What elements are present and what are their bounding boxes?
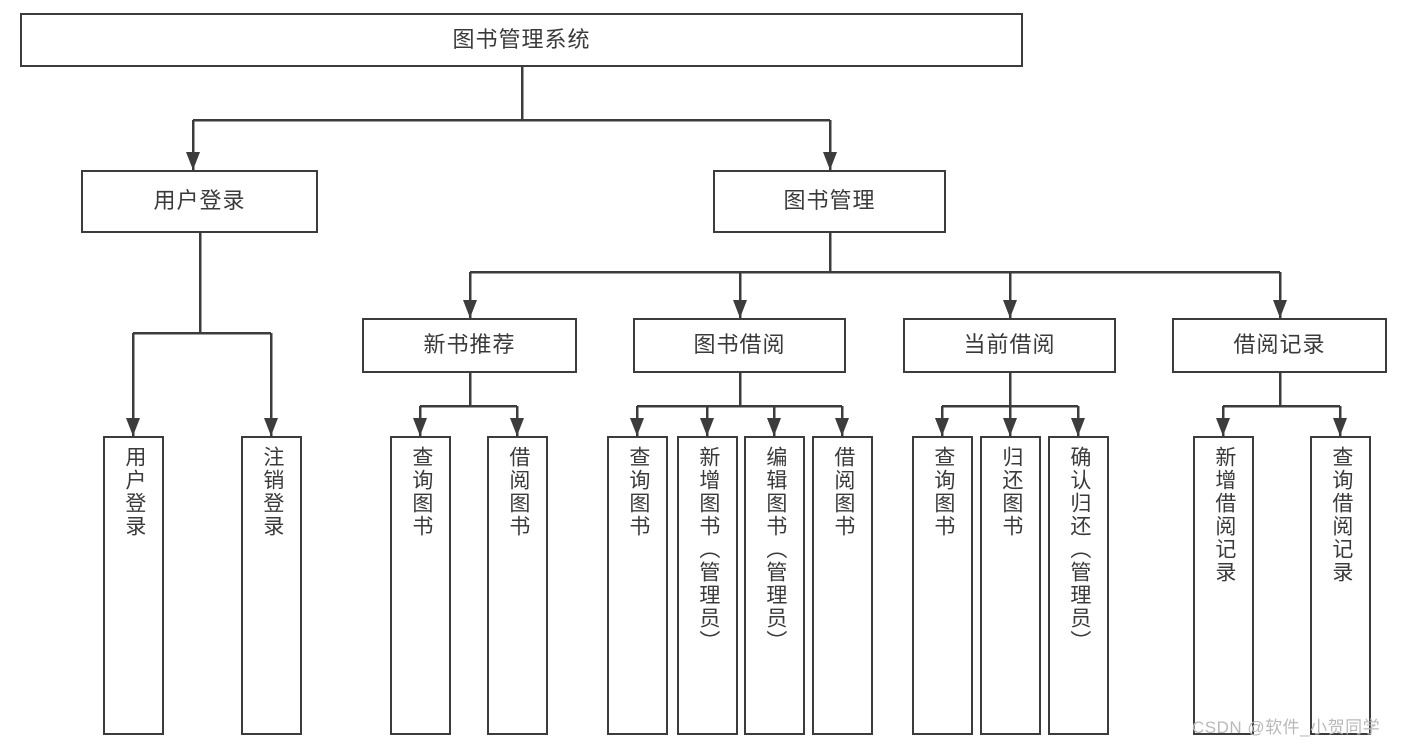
node-label: 编辑图书（管理员）: [763, 446, 787, 653]
leaf-query-book-2[interactable]: 查询图书: [607, 436, 668, 735]
leaf-query-book-1[interactable]: 查询图书: [390, 436, 451, 735]
node-label: 注销登录: [260, 446, 284, 538]
leaf-query-book-3[interactable]: 查询图书: [912, 436, 973, 735]
node-label: 查询图书: [931, 446, 955, 538]
node-label: 新书推荐: [423, 332, 516, 358]
node-label: 图书管理: [783, 188, 876, 214]
node-label: 查询借阅记录: [1329, 446, 1353, 584]
node-label: 用户登录: [153, 188, 246, 214]
node-label: 借阅图书: [831, 446, 855, 538]
node-label: 用户登录: [122, 446, 146, 538]
leaf-borrow-book-1[interactable]: 借阅图书: [487, 436, 548, 735]
node-current-borrow[interactable]: 当前借阅: [903, 318, 1116, 373]
node-label: 借阅图书: [506, 446, 530, 538]
node-user-login[interactable]: 用户登录: [81, 170, 318, 233]
node-book-borrow[interactable]: 图书借阅: [633, 318, 846, 373]
node-label: 图书管理系统: [452, 26, 591, 52]
leaf-add-borrow-record[interactable]: 新增借阅记录: [1193, 436, 1254, 735]
leaf-query-borrow-record[interactable]: 查询借阅记录: [1310, 436, 1371, 735]
leaf-edit-book-admin[interactable]: 编辑图书（管理员）: [744, 436, 805, 735]
node-label: 新增借阅记录: [1212, 446, 1236, 584]
leaf-logout[interactable]: 注销登录: [241, 436, 302, 735]
node-label: 图书借阅: [693, 332, 786, 358]
node-label: 借阅记录: [1233, 332, 1326, 358]
leaf-borrow-book-2[interactable]: 借阅图书: [812, 436, 873, 735]
node-borrow-record[interactable]: 借阅记录: [1172, 318, 1387, 373]
leaf-add-book-admin[interactable]: 新增图书（管理员）: [677, 436, 738, 735]
node-label: 查询图书: [409, 446, 433, 538]
leaf-user-login[interactable]: 用户登录: [103, 436, 164, 735]
leaf-return-book[interactable]: 归还图书: [980, 436, 1041, 735]
node-label: 确认归还（管理员）: [1067, 446, 1091, 653]
leaf-confirm-return-admin[interactable]: 确认归还（管理员）: [1048, 436, 1109, 735]
node-label: 新增图书（管理员）: [696, 446, 720, 653]
csdn-watermark: CSDN @软件_小贺同学: [1192, 718, 1381, 737]
node-label: 当前借阅: [963, 332, 1056, 358]
node-label: 查询图书: [626, 446, 650, 538]
node-book-manage[interactable]: 图书管理: [713, 170, 946, 233]
node-root[interactable]: 图书管理系统: [20, 13, 1023, 67]
node-label: 归还图书: [999, 446, 1023, 538]
node-new-book-recommend[interactable]: 新书推荐: [362, 318, 577, 373]
